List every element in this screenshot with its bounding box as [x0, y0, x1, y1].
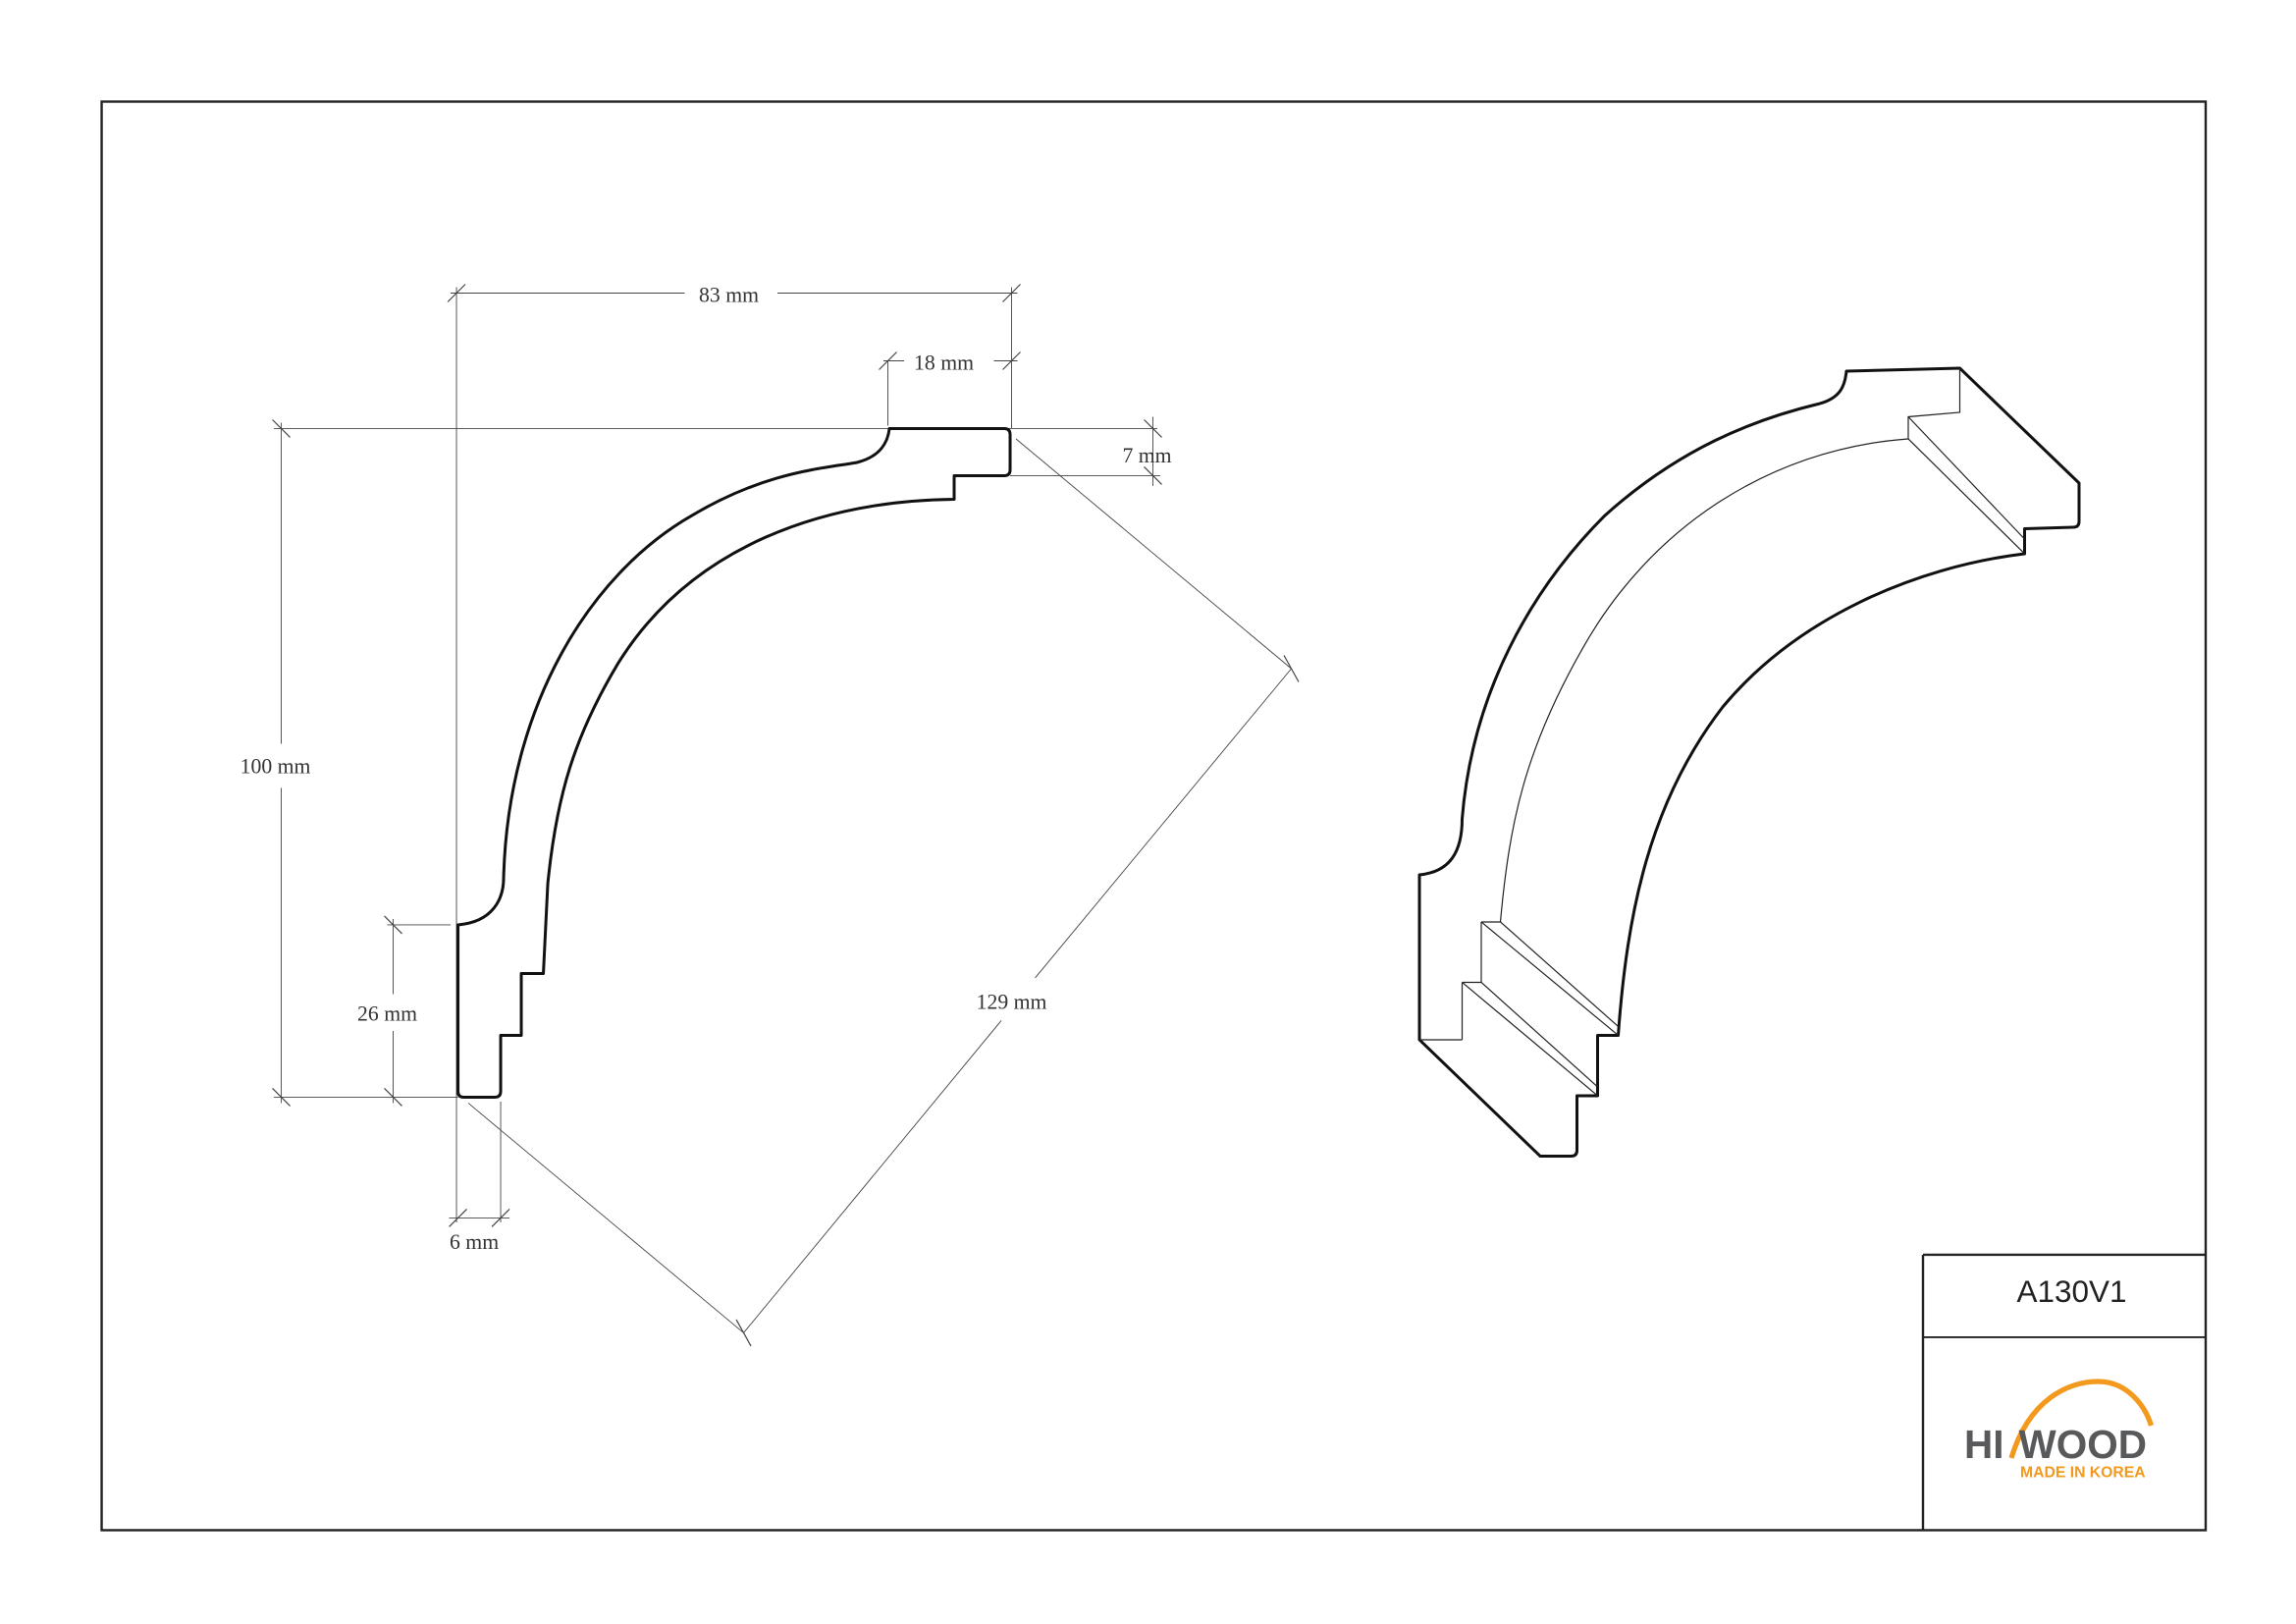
dim-top-step-label: 7 mm: [1122, 444, 1171, 467]
molding-3d-view: [1417, 366, 2081, 1158]
dim-width-label: 83 mm: [699, 283, 759, 306]
dim-top-flat-label: 18 mm: [914, 351, 974, 374]
dim-bottom-step-label: 6 mm: [450, 1230, 499, 1254]
molding-profile-section: [456, 426, 1012, 1099]
logo-brand-left: HI: [1964, 1422, 2004, 1467]
dim-bottom-flat-label: 26 mm: [357, 1001, 417, 1025]
dim-height-label: 100 mm: [240, 754, 311, 778]
logo-tagline: MADE IN KOREA: [2020, 1464, 2146, 1481]
product-code: A130V1: [2016, 1273, 2126, 1309]
logo-brand-right: WOOD: [2018, 1422, 2146, 1467]
hiwood-logo: HI WOOD MADE IN KOREA: [1964, 1379, 2155, 1481]
dim-diagonal-label: 129 mm: [977, 990, 1047, 1013]
dimension-lines: [272, 284, 1300, 1347]
logo-arc-icon: [2008, 1379, 2155, 1459]
title-block: [1921, 1253, 2206, 1531]
drawing-frame: [100, 100, 2208, 1532]
